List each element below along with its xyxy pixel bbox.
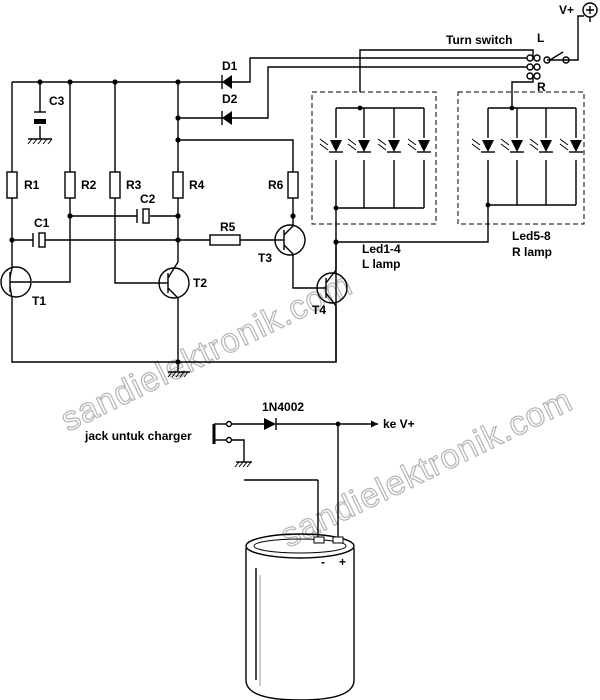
r5-label: R5: [220, 220, 236, 234]
wiring: [11, 15, 584, 363]
charger-circuit: jack untuk charger 1N4002 ke V+: [84, 400, 415, 540]
r4-label: R4: [189, 178, 205, 192]
c3-label: C3: [49, 94, 65, 108]
r2-label: R2: [81, 178, 97, 192]
led-3: [377, 138, 401, 153]
led-panel-left: Led1-4 L lamp: [311, 91, 437, 271]
led-8: [559, 138, 583, 153]
d2-label: D2: [222, 92, 238, 106]
resistor-r6: R6: [268, 171, 299, 199]
vplus-terminal: V+: [559, 2, 598, 22]
transistor-t1: T1: [0, 266, 46, 308]
battery-minus-label: -: [321, 555, 325, 569]
t2-label: T2: [193, 276, 207, 290]
c1-label: C1: [34, 216, 50, 230]
ground-symbol-main: [167, 362, 190, 378]
led-panel-right: Led5-8 R lamp: [457, 91, 585, 259]
vplus-label: V+: [559, 3, 574, 17]
led-1: [319, 138, 343, 153]
t4-label: T4: [312, 303, 326, 317]
led-4: [407, 138, 431, 153]
junctions: [9, 79, 339, 365]
resistor-r5: R5: [209, 220, 241, 246]
led-7: [529, 138, 553, 153]
led-6: [500, 138, 524, 153]
led-right-label-2: R lamp: [512, 245, 552, 259]
resistor-r4: R4: [172, 171, 205, 199]
t3-label: T3: [258, 251, 272, 265]
switch-left-label: L: [537, 31, 544, 45]
r3-label: R3: [126, 178, 142, 192]
turn-switch: Turn switch L R: [446, 31, 570, 94]
capacitor-c3: C3: [27, 94, 65, 145]
charger-jack-label: jack untuk charger: [84, 429, 192, 443]
capacitor-c1: C1: [32, 216, 50, 248]
battery: - +: [245, 533, 355, 700]
svg-text:sandielektronik.com: sandielektronik.com: [275, 381, 579, 555]
d1-label: D1: [222, 59, 238, 73]
transistor-t3: T3: [258, 224, 306, 265]
capacitor-c2: C2: [136, 192, 156, 224]
resistor-r3: R3: [109, 171, 142, 199]
diode-d1: D1: [218, 59, 243, 89]
svg-text:sandielektronik.com: sandielektronik.com: [55, 265, 359, 439]
c2-label: C2: [140, 192, 156, 206]
r6-label: R6: [268, 178, 284, 192]
t1-label: T1: [32, 294, 46, 308]
watermark-upper: sandielektronik.com: [54, 264, 359, 439]
battery-plus-label: +: [339, 555, 346, 569]
transistor-t4: T4: [312, 242, 348, 362]
resistor-r2: R2: [64, 171, 97, 199]
led-5: [471, 138, 495, 153]
watermark-lower: sandielektronik.com: [274, 380, 579, 555]
diode-d2: D2: [218, 92, 243, 125]
led-right-label-1: Led5-8: [512, 229, 551, 243]
led-left-label-2: L lamp: [362, 257, 400, 271]
transistor-t2: T2: [158, 261, 207, 299]
to-vplus-label: ke V+: [383, 417, 415, 431]
diode-1n4002-label: 1N4002: [262, 400, 304, 414]
resistor-r1: R1: [6, 171, 40, 199]
turn-switch-label: Turn switch: [446, 33, 512, 47]
switch-right-label: R: [537, 80, 546, 94]
led-2: [347, 138, 371, 153]
led-left-label-1: Led1-4: [362, 242, 401, 256]
r1-label: R1: [24, 178, 40, 192]
